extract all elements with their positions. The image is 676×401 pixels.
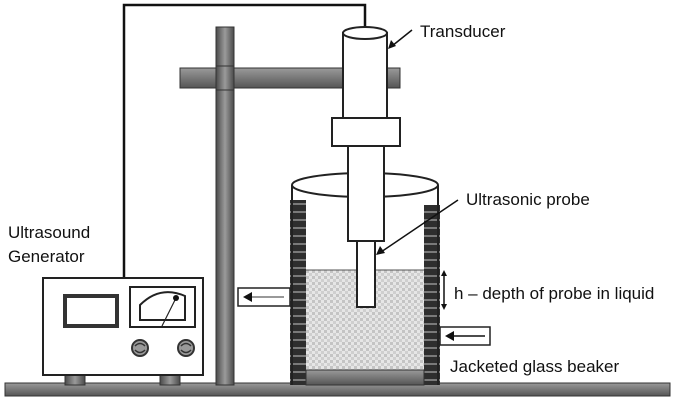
beaker-bottom <box>305 369 425 386</box>
coolant-outlet <box>237 287 291 307</box>
jacket-right <box>424 205 440 385</box>
beaker-label: Jacketed glass beaker <box>450 357 619 376</box>
coolant-inlet <box>439 326 491 346</box>
knob-right <box>177 339 195 357</box>
stand-rod-front <box>215 65 235 91</box>
ultrasound-generator <box>42 277 204 386</box>
display-window <box>63 294 119 328</box>
depth-label: h – depth of probe in liquid <box>454 284 654 303</box>
transducer-label: Transducer <box>420 22 506 41</box>
transducer-collar <box>331 117 401 147</box>
transducer-arrow <box>388 29 413 49</box>
ultrasonic-probe-label: Ultrasonic probe <box>466 190 590 209</box>
jacket-left <box>290 200 306 385</box>
ultrasonic-probe <box>356 240 376 308</box>
generator-label-line2: Generator <box>8 247 85 266</box>
generator-label-line1: Ultrasound <box>8 223 90 242</box>
jacketed-glass-beaker <box>290 172 440 386</box>
stand-rod <box>215 26 235 386</box>
probe-arrow <box>376 199 459 255</box>
depth-arrow <box>441 270 447 310</box>
meter-needle <box>161 297 177 327</box>
cable <box>122 3 367 280</box>
knob-left <box>131 339 149 357</box>
transducer <box>331 26 401 242</box>
